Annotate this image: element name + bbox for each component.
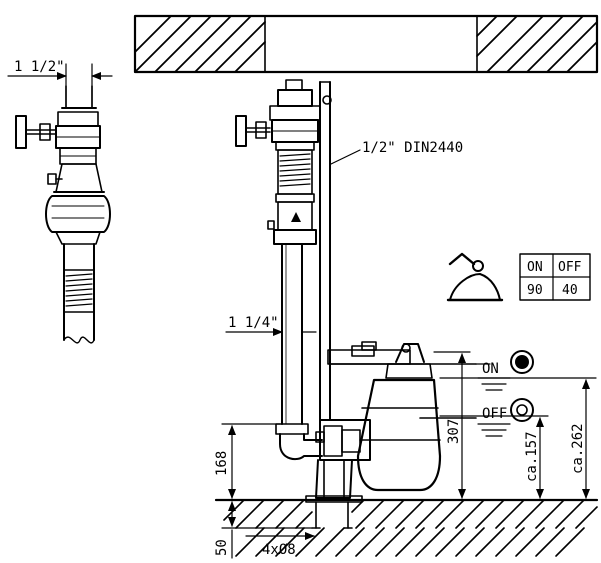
floor-slab xyxy=(214,498,599,557)
table-on-value: 90 xyxy=(527,283,543,298)
dimension-off-level: ca.157 xyxy=(524,417,544,499)
pipe-size-callout: 1 1/4" xyxy=(225,315,317,336)
switch-level-table: ON OFF 90 40 xyxy=(519,253,591,301)
level-off-label: OFF xyxy=(482,406,507,422)
hose-spec-callout: 1/2" DIN2440 xyxy=(330,140,463,165)
foot-depth-label: 50 xyxy=(214,539,230,556)
dimension-on-level: ca.262 xyxy=(570,379,590,499)
table-off-value: 40 xyxy=(562,283,578,298)
dimension-foot-depth: 50 xyxy=(214,501,313,559)
water-level-off: OFF xyxy=(419,398,534,437)
ceiling-slab xyxy=(133,14,599,74)
level-on-label: ON xyxy=(482,361,499,377)
dimension-feet: 4xØ8 xyxy=(245,532,315,558)
table-on-header: ON xyxy=(527,260,543,275)
riser-assembly xyxy=(235,79,332,461)
float-switch-icon xyxy=(446,252,504,302)
riser-height-label: 168 xyxy=(214,451,230,476)
level-off-indicator-icon xyxy=(516,404,528,416)
pipe-size-label: 1 1/4" xyxy=(228,315,279,331)
pump-body xyxy=(305,341,442,529)
dimension-nominal-top: 1 1/2" xyxy=(7,59,113,109)
dimension-pump-height: 307 xyxy=(433,351,471,499)
table-off-header: OFF xyxy=(558,260,582,275)
feet-label: 4xØ8 xyxy=(262,542,296,558)
hose-spec-label: 1/2" DIN2440 xyxy=(362,140,463,156)
left-detail-view: 1 1/2" xyxy=(7,59,113,344)
level-on-indicator-icon xyxy=(515,355,529,369)
on-level-label: ca.262 xyxy=(570,423,586,474)
water-level-on: ON xyxy=(329,350,534,391)
off-level-label: ca.157 xyxy=(524,431,540,482)
pump-height-label: 307 xyxy=(446,419,462,444)
valve-handwheel-icon xyxy=(15,115,57,149)
dimension-riser-height: 168 xyxy=(214,423,281,499)
riser-valve-handwheel-icon xyxy=(235,115,271,147)
nominal-top-label: 1 1/2" xyxy=(14,59,65,75)
